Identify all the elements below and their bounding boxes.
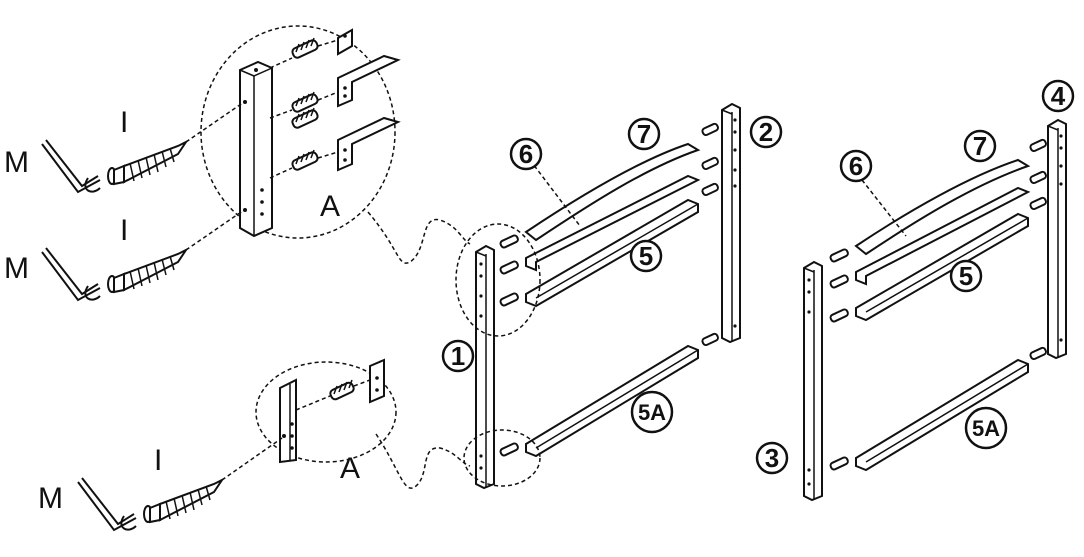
dowel <box>291 37 319 59</box>
part-label-5-right: 5 <box>949 259 983 293</box>
detail-a-top <box>200 25 471 264</box>
svg-text:5A: 5A <box>638 400 666 425</box>
hex-wrench-icon <box>41 139 101 194</box>
detail-a-top-circle <box>200 25 396 239</box>
label-wrench-bottom: M <box>38 482 63 515</box>
dowel <box>329 379 355 401</box>
label-screw-top: I <box>120 106 128 139</box>
hex-wrench-icon <box>77 477 137 532</box>
label-screw-bottom: I <box>154 444 162 477</box>
detail-rail-3 <box>337 116 401 172</box>
detail-post <box>239 60 273 238</box>
label-screw-mid: I <box>120 214 128 247</box>
post-1 <box>475 244 495 490</box>
part-label-7: 7 <box>627 117 661 151</box>
svg-text:7: 7 <box>637 119 651 149</box>
detail-a-bottom: A <box>255 358 471 489</box>
frame-right-assembly <box>803 118 1067 502</box>
part-numbers: 7 2 6 5 1 5A 4 7 <box>441 79 1075 475</box>
detail-rail-1 <box>337 28 353 56</box>
dowel <box>829 138 1047 471</box>
detail-a-bottom-circle <box>255 361 397 463</box>
post-3 <box>803 260 823 502</box>
part-label-6-right: 6 <box>839 149 873 183</box>
dowel <box>291 149 319 171</box>
screw-icon <box>143 477 225 524</box>
label-detail-bottom: A <box>340 452 360 485</box>
frame-left-assembly <box>455 102 741 490</box>
post-holes <box>807 134 1063 486</box>
svg-text:1: 1 <box>451 341 465 371</box>
part-label-1: 1 <box>441 339 475 373</box>
detail-leader-top <box>367 211 471 264</box>
part-label-5: 5 <box>629 239 663 273</box>
dowel <box>499 122 719 457</box>
svg-text:6: 6 <box>849 151 863 181</box>
svg-text:4: 4 <box>1051 81 1066 111</box>
rail-7-right <box>854 158 1031 256</box>
svg-text:6: 6 <box>519 139 533 169</box>
part-label-3: 3 <box>755 441 789 475</box>
svg-text:7: 7 <box>973 131 987 161</box>
svg-text:5: 5 <box>639 241 653 271</box>
part-label-2: 2 <box>749 115 783 149</box>
svg-text:5: 5 <box>959 261 973 291</box>
part-label-6: 6 <box>509 137 543 171</box>
post-2 <box>721 102 741 344</box>
label-detail-top: A <box>320 190 340 223</box>
svg-text:2: 2 <box>759 117 773 147</box>
fasteners-bottom: M I <box>38 437 283 532</box>
part-label-7-right: 7 <box>963 129 997 163</box>
part-label-4: 4 <box>1041 79 1075 113</box>
hex-wrench-icon <box>41 247 101 302</box>
label-wrench-top: M <box>4 146 29 179</box>
screw-icon <box>107 247 189 294</box>
rail-6-right <box>855 186 1031 286</box>
part-label-5a: 5A <box>630 390 674 434</box>
screw-icon <box>107 139 189 186</box>
svg-text:5A: 5A <box>972 416 1000 441</box>
fasteners-top: M I M I A <box>4 101 340 302</box>
dowel <box>291 91 319 129</box>
post-holes <box>479 118 737 470</box>
label-wrench-mid: M <box>4 252 29 285</box>
part-label-5a-right: 5A <box>964 406 1008 450</box>
post-4 <box>1047 118 1067 360</box>
rail-7 <box>524 142 701 242</box>
detail-leader-bottom <box>375 433 471 489</box>
svg-text:3: 3 <box>765 443 779 473</box>
rail-5a <box>525 344 699 458</box>
